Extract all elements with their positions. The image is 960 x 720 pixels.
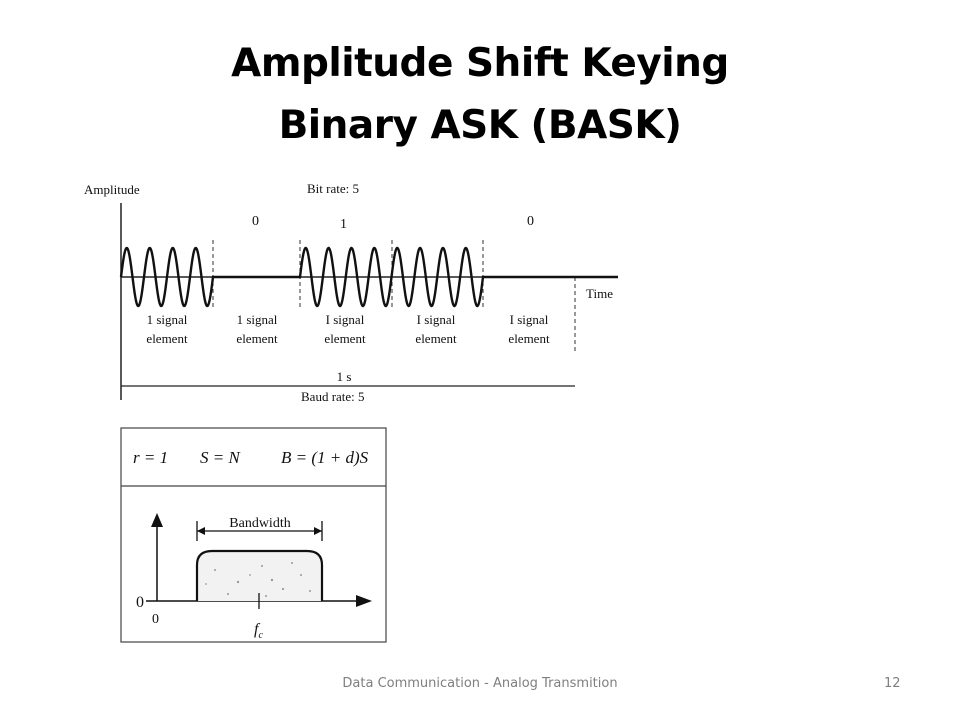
signal-element-2-line2: element <box>236 331 278 346</box>
signal-element-4-line2: element <box>415 331 457 346</box>
bandwidth-diagram: r = 1 S = N B = (1 + d)S Bandwidth fc 0 … <box>120 427 387 643</box>
spectrum-shape <box>195 549 324 601</box>
ask-waveform <box>119 246 618 308</box>
page-number: 12 <box>884 676 901 691</box>
bandwidth-arrow-right <box>314 527 322 535</box>
fc-subscript: c <box>258 630 263 641</box>
footer-text: Data Communication - Analog Transmition <box>342 676 618 691</box>
formula-s: S = N <box>200 448 241 467</box>
bandwidth-box <box>120 427 387 643</box>
spectrum-x-arrow <box>356 595 372 607</box>
zero-left-label: 0 <box>136 594 144 611</box>
spectrum-y-arrow <box>151 513 163 527</box>
signal-element-1-line2: element <box>146 331 188 346</box>
signal-element-1-line1: 1 signal <box>147 312 188 327</box>
fc-label: fc <box>254 621 263 641</box>
signal-element-2-line1: 1 signal <box>237 312 278 327</box>
time-label: Time <box>586 286 613 301</box>
slide-title-line2: Binary ASK (BASK) <box>278 103 682 148</box>
signal-element-3-line2: element <box>324 331 366 346</box>
bit-label-0b: 0 <box>527 214 534 229</box>
bandwidth-label: Bandwidth <box>229 516 290 531</box>
spectrum-texture <box>205 562 311 597</box>
signal-element-3-line1: I signal <box>326 312 365 327</box>
bit-label-0a: 0 <box>252 214 259 229</box>
bandwidth-arrow-left <box>197 527 205 535</box>
signal-element-5-line1: I signal <box>510 312 549 327</box>
signal-element-5-line2: element <box>508 331 550 346</box>
amplitude-label: Amplitude <box>84 182 140 197</box>
ask-waveform-diagram: Amplitude Bit rate: 5 Time 0 1 0 1 signa… <box>84 181 618 404</box>
formula-r: r = 1 <box>133 448 168 467</box>
duration-label: 1 s <box>337 369 352 384</box>
baud-rate-label: Baud rate: 5 <box>301 389 365 404</box>
zero-bottom-label: 0 <box>152 612 159 627</box>
bit-rate-label: Bit rate: 5 <box>307 181 359 196</box>
bit-label-1: 1 <box>340 217 347 232</box>
signal-element-4-line1: I signal <box>417 312 456 327</box>
formula-b: B = (1 + d)S <box>281 448 369 467</box>
slide-title-line1: Amplitude Shift Keying <box>231 41 729 86</box>
